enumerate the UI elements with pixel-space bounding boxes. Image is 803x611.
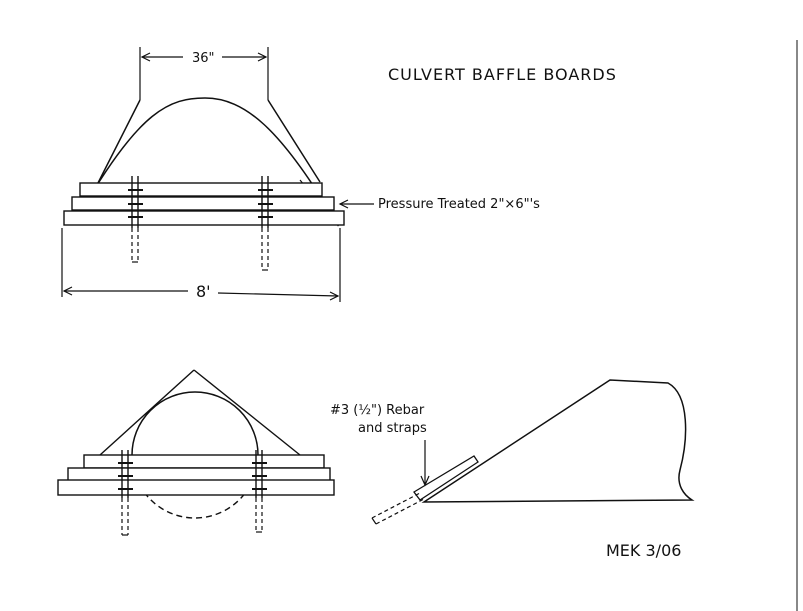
rebar-stake-left	[128, 176, 143, 263]
side-section-view: #3 (½") Rebar and straps	[330, 379, 695, 525]
pipe-rebar-stake-left	[118, 450, 133, 536]
pipe-culvert-view	[57, 369, 335, 536]
board-callout: Pressure Treated 2"×6"'s	[338, 197, 540, 212]
pipe-board-top	[83, 454, 325, 469]
board-middle	[71, 196, 335, 211]
rebar-label-line2: and straps	[358, 421, 427, 436]
top-elevation-view: 36"	[61, 47, 540, 302]
culvert-arch	[81, 97, 331, 213]
pipe-culvert-circle	[131, 391, 259, 456]
rebar-stake-right	[258, 176, 273, 271]
headwall-outline	[97, 99, 321, 184]
pipe-rebar-stake-right	[252, 450, 267, 533]
pipe-board-middle	[67, 467, 331, 482]
drawing-title: CULVERT BAFFLE BOARDS	[388, 65, 617, 84]
top-dimension-36: 36"	[139, 47, 269, 100]
board-bottom	[63, 210, 345, 226]
board-callout-label: Pressure Treated 2"×6"'s	[378, 197, 540, 212]
side-board	[413, 455, 479, 501]
signature-date: MEK 3/06	[606, 541, 681, 560]
dimension-8ft-label: 8'	[196, 282, 211, 301]
dimension-36-label: 36"	[192, 51, 215, 66]
rebar-label-line1: #3 (½") Rebar	[330, 403, 425, 418]
culvert-side-profile	[421, 379, 695, 503]
board-top	[79, 182, 323, 197]
bottom-dimension-8ft: 8'	[61, 228, 341, 302]
pipe-board-bottom	[57, 479, 335, 496]
